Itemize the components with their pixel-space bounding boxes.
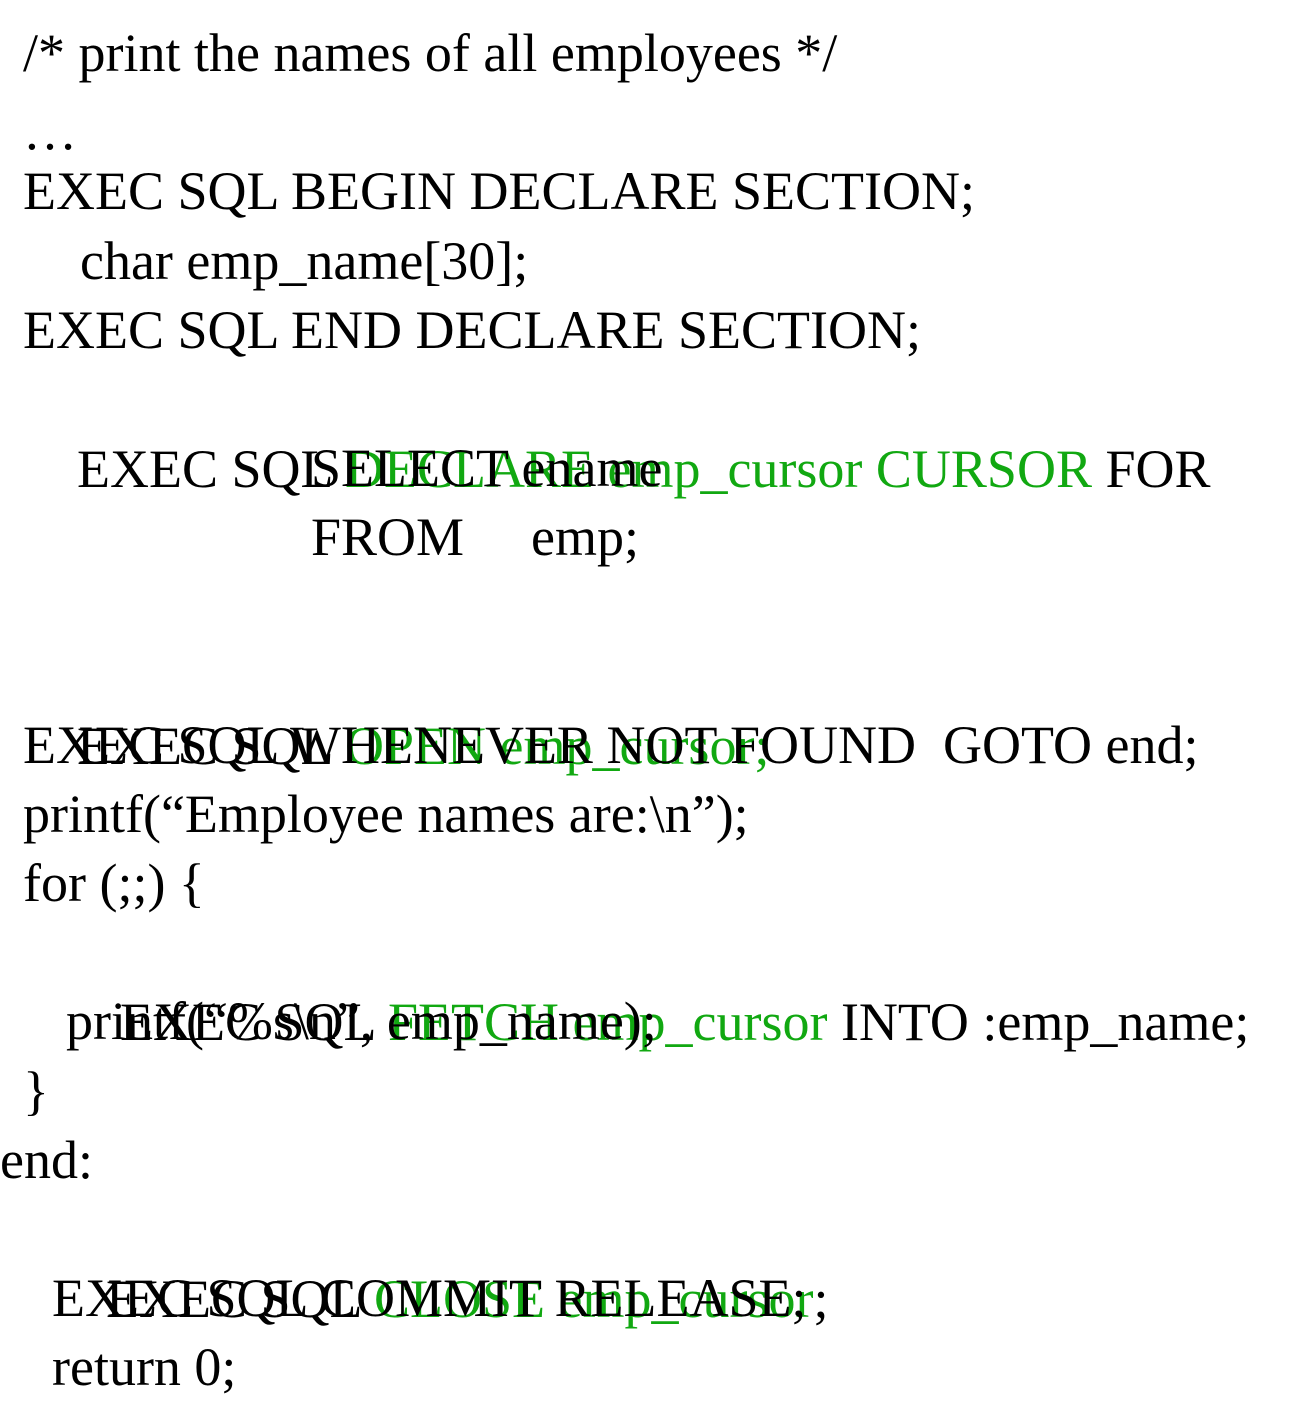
code-declare-cursor-suffix: FOR	[1091, 439, 1211, 499]
code-declare-cursor: EXEC SQL DECLARE emp_cursor CURSOR FOR	[23, 364, 1211, 499]
code-from-keyword: FROM	[311, 507, 465, 567]
code-close-cursor: EXEC SQL CLOSE emp_cursor;	[52, 1194, 828, 1329]
code-ellipsis: …	[23, 101, 77, 161]
code-printf-header: printf(“Employee names are:\n”);	[23, 784, 749, 844]
code-end-declare: EXEC SQL END DECLARE SECTION;	[23, 300, 921, 360]
code-declare-cursor-highlight: DECLARE emp_cursor CURSOR	[345, 439, 1092, 499]
code-host-variable: char emp_name[30];	[80, 231, 529, 291]
code-return: return 0;	[52, 1337, 237, 1397]
code-open-cursor: EXEC SQL OPEN emp_cursor;	[23, 641, 769, 776]
code-close-brace: }	[23, 1061, 49, 1121]
code-from-table: emp;	[531, 507, 639, 567]
code-comment: /* print the names of all employees */	[23, 23, 838, 83]
code-exec-sql-prefix: EXEC SQL	[120, 992, 388, 1052]
code-for-loop: for (;;) {	[23, 853, 205, 913]
code-begin-declare: EXEC SQL BEGIN DECLARE SECTION;	[23, 161, 975, 221]
code-exec-sql-prefix: EXEC SQL	[77, 439, 345, 499]
code-commit-release: EXEC SQL COMMIT RELEASE;	[52, 1268, 807, 1328]
code-close-cursor-suffix: ;	[813, 1269, 829, 1329]
code-fetch-highlight: FETCH emp_cursor	[388, 992, 828, 1052]
code-end-label: end:	[0, 1130, 93, 1190]
code-open-cursor-highlight: OPEN emp_cursor;	[345, 716, 770, 776]
code-whenever: EXEC SQL WHENEVER NOT FOUND GOTO end;	[23, 715, 1199, 775]
code-printf-name: printf(“%s\n”, emp_name);	[66, 991, 657, 1051]
code-exec-sql-prefix: EXEC SQL	[77, 716, 345, 776]
code-select-clause: SELECT ename	[311, 438, 663, 498]
code-exec-sql-prefix: EXEC SQL	[106, 1269, 374, 1329]
code-fetch-suffix: INTO :emp_name;	[827, 992, 1250, 1052]
code-fetch: EXEC SQL FETCH emp_cursor INTO :emp_name…	[66, 917, 1249, 1052]
code-close-cursor-highlight: CLOSE emp_cursor	[374, 1269, 814, 1329]
